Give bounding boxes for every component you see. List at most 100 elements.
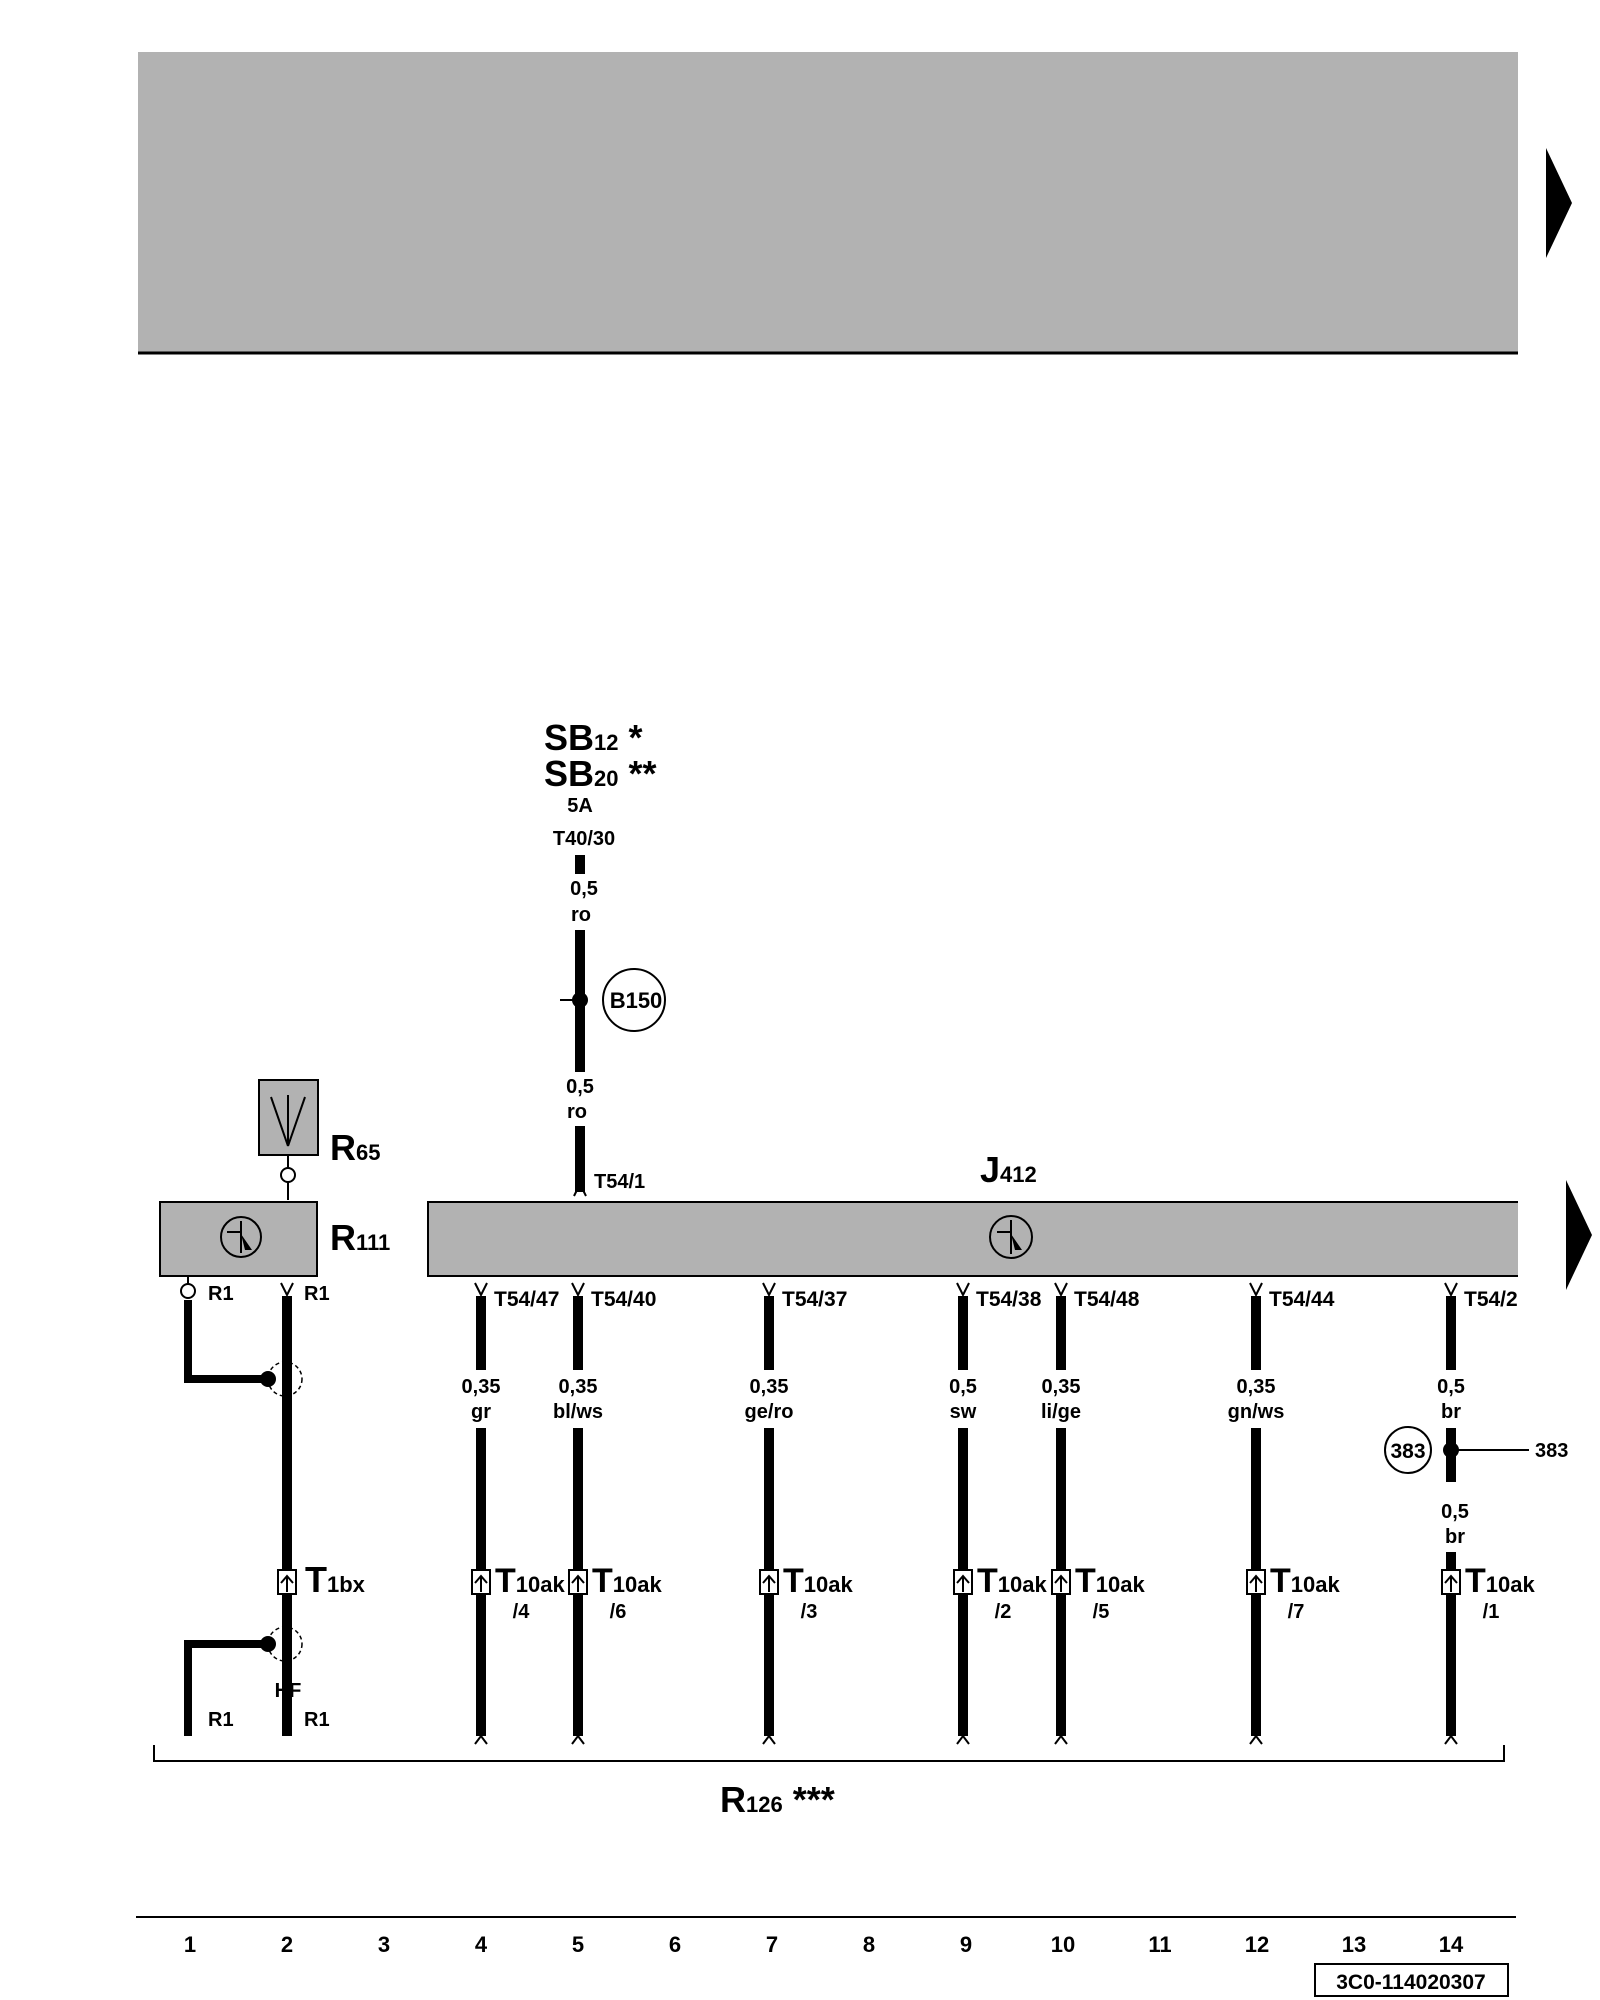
connector-arrow	[956, 1574, 970, 1592]
shield-node-top	[260, 1371, 276, 1387]
connector-label: T10ak	[783, 1562, 853, 1600]
shield-wire-top	[184, 1300, 268, 1383]
wire-size: 0,5	[1441, 1501, 1469, 1523]
connector-main: T	[783, 1562, 804, 1600]
module-r111-box[interactable]	[159, 1201, 318, 1277]
module-j412-box[interactable]	[427, 1201, 1518, 1277]
electronic-module-icon	[989, 1215, 1033, 1259]
connector-sub: 10ak	[516, 1572, 566, 1597]
column-number: 12	[1245, 1932, 1269, 1957]
wire-size: 0,35	[462, 1376, 501, 1398]
column-number: 4	[475, 1932, 488, 1957]
header-band	[138, 52, 1518, 353]
wire-color: li/ge	[1041, 1401, 1081, 1423]
wire-size: 0,5	[949, 1376, 977, 1398]
module-pin-arrow	[1054, 1282, 1068, 1298]
wire-color: gn/ws	[1228, 1401, 1285, 1423]
connector-label: T10ak	[592, 1562, 662, 1600]
connector-pin: /1	[1483, 1601, 1500, 1623]
connector-t1bx-label: T1bx	[305, 1559, 366, 1600]
wire-color: br	[1441, 1401, 1461, 1423]
electronic-module-icon	[220, 1216, 262, 1258]
ground-point-circle[interactable]	[602, 968, 666, 1032]
fuse-sb12-label: SB12 *	[544, 717, 643, 758]
supply-wire-lower-color: ro	[567, 1101, 587, 1123]
r111-pin-left-label: R1	[208, 1283, 234, 1305]
connector-sub: 10ak	[804, 1572, 854, 1597]
fuse-terminal: T40/30	[553, 828, 615, 850]
r126-bracket	[153, 1745, 1505, 1762]
wire-end-arrow	[1249, 1734, 1263, 1745]
module-pin-arrow	[571, 1282, 585, 1298]
component-j412-label: J412	[980, 1149, 1037, 1190]
wire-color: ge/ro	[745, 1401, 794, 1423]
supply-module-pin: T54/1	[594, 1171, 645, 1193]
wire-end-arrow	[474, 1734, 488, 1745]
module-pin-arrow	[956, 1282, 970, 1298]
wire-color: gr	[471, 1401, 491, 1423]
connector-arrow	[1249, 1574, 1263, 1592]
connector-arrow	[762, 1574, 776, 1592]
component-r65-label: R65	[330, 1127, 380, 1168]
wire-end-arrow	[762, 1734, 776, 1745]
ref-circle-label: 383	[1390, 1440, 1425, 1463]
connector-arrow	[1054, 1574, 1068, 1592]
supply-wire-upper-color: ro	[571, 904, 591, 926]
column-number: 5	[572, 1932, 584, 1957]
wire-size: 0,35	[1042, 1376, 1081, 1398]
connector-label: T10ak	[495, 1562, 565, 1600]
module-pin-label: T54/48	[1074, 1288, 1140, 1311]
wire-size: 0,35	[750, 1376, 789, 1398]
connector-arrow	[571, 1574, 585, 1592]
wire-end-arrow	[956, 1734, 970, 1745]
module-pin-label: T54/2	[1464, 1288, 1518, 1311]
connector-pin: /2	[995, 1601, 1012, 1623]
connector-arrow	[474, 1574, 488, 1592]
column-number: 10	[1051, 1932, 1075, 1957]
connector-sub: 10ak	[998, 1572, 1048, 1597]
ground-node	[572, 992, 588, 1008]
connector-pin: /5	[1093, 1601, 1110, 1623]
connector-label: T10ak	[977, 1562, 1047, 1600]
connector-main: T	[1270, 1562, 1291, 1600]
wire-end-arrow	[1444, 1734, 1458, 1745]
connector-pin: /6	[610, 1601, 627, 1623]
r111-pin-right-arrow	[280, 1282, 294, 1298]
ref-circle[interactable]	[1384, 1426, 1432, 1474]
bottom-pin-right-label: R1	[304, 1709, 330, 1731]
module-pin-label: T54/37	[782, 1288, 847, 1311]
connector-pin: /7	[1288, 1601, 1305, 1623]
module-pin-label: T54/40	[591, 1288, 656, 1311]
wire-size: 0,35	[559, 1376, 598, 1398]
module-pin-label: T54/47	[494, 1288, 559, 1311]
module-pin-arrow	[474, 1282, 488, 1298]
connector-sub: 10ak	[1291, 1572, 1341, 1597]
antenna-port	[280, 1167, 296, 1183]
component-r111-label: R111	[330, 1217, 390, 1258]
column-number: 13	[1342, 1932, 1366, 1957]
antenna-icon	[270, 1095, 306, 1147]
next-page-arrow-right[interactable]	[1566, 1180, 1592, 1290]
module-pin-label: T54/44	[1269, 1288, 1335, 1311]
wire-color: bl/ws	[553, 1401, 603, 1423]
wire-color: br	[1445, 1526, 1465, 1548]
connector-label: T10ak	[1270, 1562, 1340, 1600]
next-page-arrow-top[interactable]	[1546, 148, 1572, 258]
connector-label: T10ak	[1075, 1562, 1145, 1600]
column-number: 1	[184, 1932, 196, 1957]
wire-size: 0,5	[1437, 1376, 1465, 1398]
connector-sub: 10ak	[1486, 1572, 1536, 1597]
fuse-rating: 5A	[567, 795, 593, 817]
doc-id-box	[1314, 1963, 1509, 1997]
column-number: 11	[1148, 1932, 1171, 1957]
connector-arrow	[1444, 1574, 1458, 1592]
fuse-sb20-label: SB20 **	[544, 753, 657, 794]
component-r126-label: R126 ***	[720, 1779, 835, 1820]
